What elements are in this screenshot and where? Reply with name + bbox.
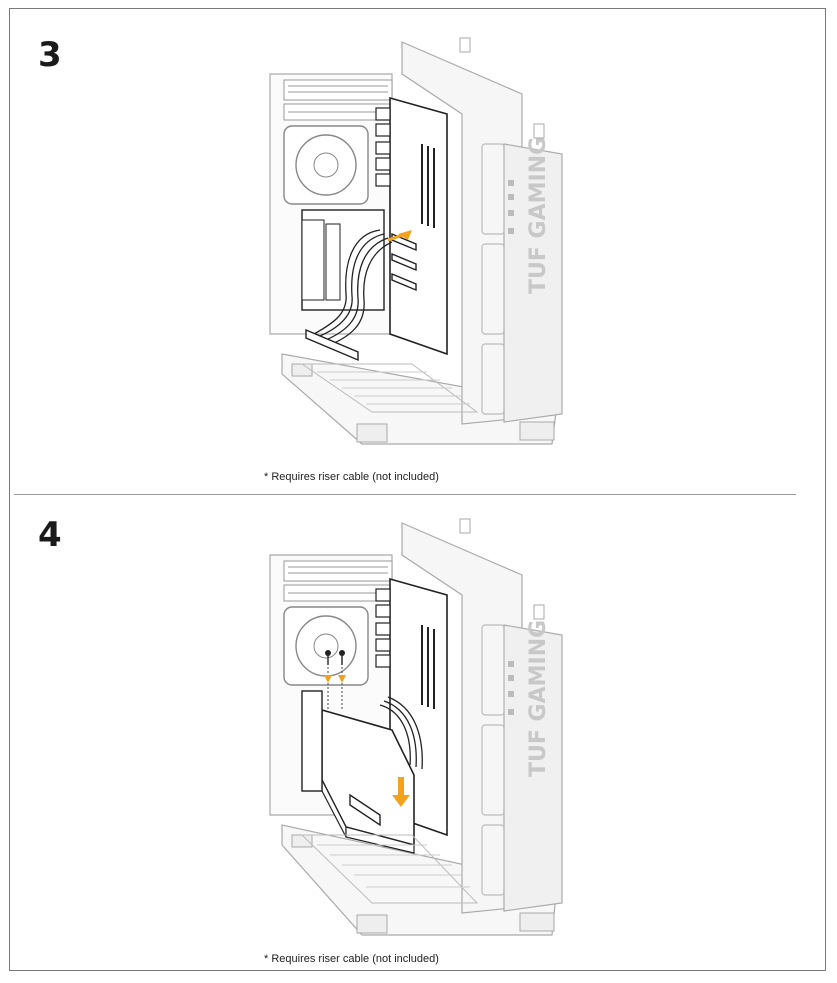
manual-page-frame	[9, 8, 826, 971]
brand-logo-text: TUF GAMING	[526, 620, 551, 777]
section-divider	[14, 494, 796, 495]
step-number-3: 3	[38, 35, 62, 75]
case-illustration-step-4: TUF GAMING	[269, 518, 563, 936]
brand-logo-text: TUF GAMING	[526, 137, 551, 294]
step-4-note: * Requires riser cable (not included)	[264, 953, 439, 965]
case-illustration-step-3: TUF GAMING	[269, 37, 563, 445]
step-number-4: 4	[38, 515, 62, 555]
step-3-note: * Requires riser cable (not included)	[264, 471, 439, 483]
